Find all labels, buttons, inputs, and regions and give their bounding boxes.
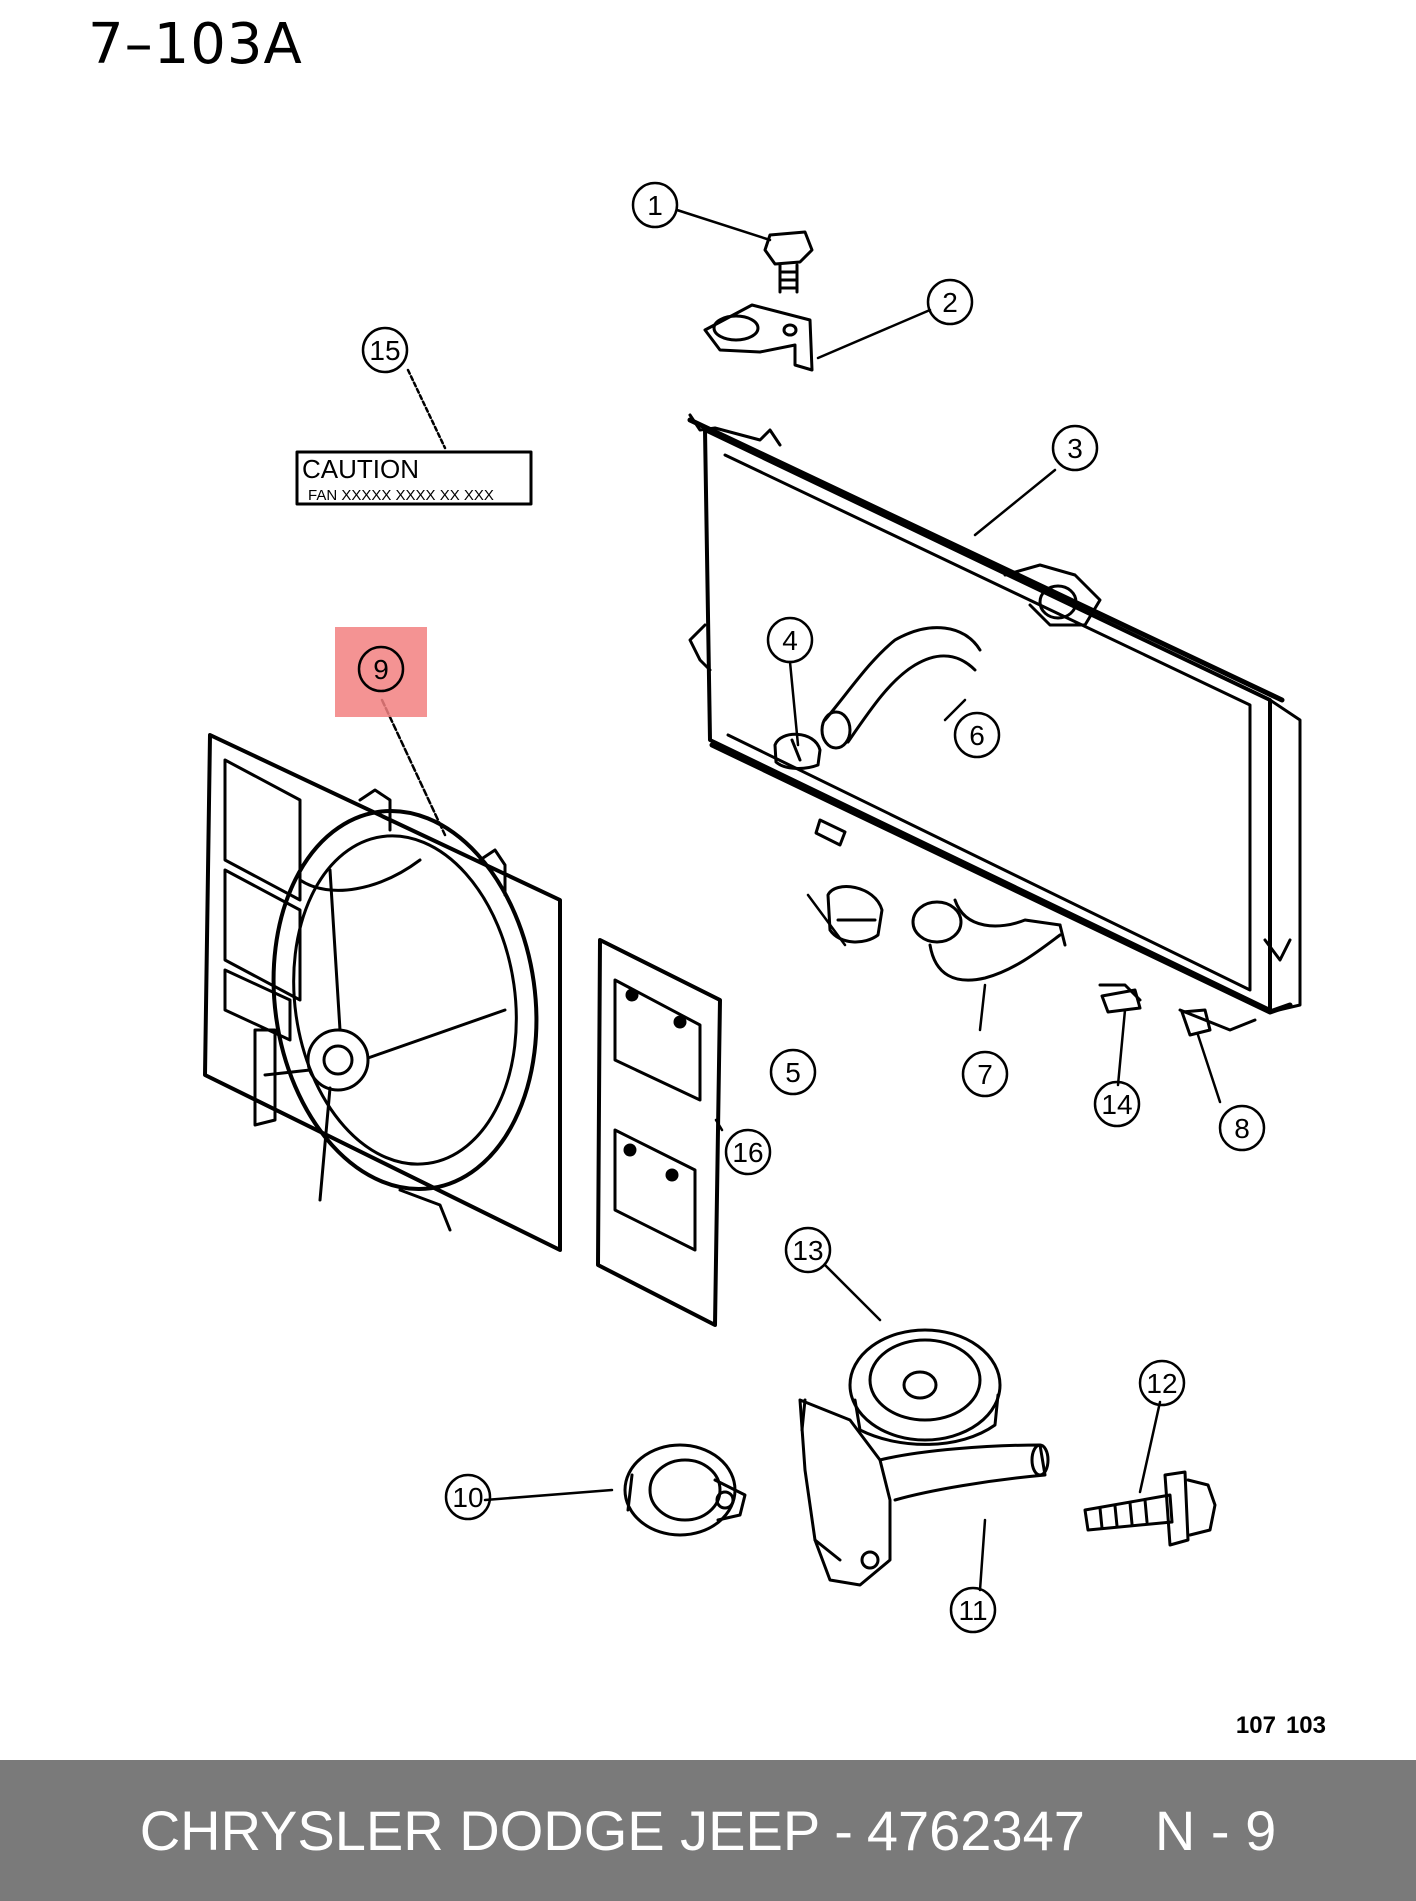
drain-cock	[1180, 1008, 1212, 1037]
callout-3[interactable]: 3	[1051, 424, 1099, 472]
footer-part-number: 4762347	[866, 1799, 1085, 1862]
callout-1[interactable]: 1	[631, 181, 679, 229]
callout-15-label: 15	[369, 335, 400, 366]
lower-hose	[911, 898, 1067, 982]
footer-bar: CHRYSLER DODGE JEEP-4762347 N - 9	[0, 1760, 1416, 1901]
hose-clip	[1100, 988, 1142, 1014]
radiator-cap	[848, 1328, 1002, 1446]
fan-module	[203, 733, 562, 1252]
drawing-code-1: 107	[1235, 1712, 1276, 1739]
callout-16[interactable]: 16	[724, 1128, 772, 1176]
callout-14-label: 14	[1101, 1089, 1132, 1120]
callout-14[interactable]: 14	[1093, 1080, 1141, 1128]
drawing-code-2: 103	[1285, 1712, 1326, 1739]
footer-brand: CHRYSLER DODGE JEEP	[139, 1799, 821, 1862]
callout-8[interactable]: 8	[1218, 1104, 1266, 1152]
callout-2-label: 2	[942, 287, 958, 318]
mounting-bracket	[703, 303, 814, 372]
callout-7-label: 7	[977, 1059, 993, 1090]
footer-position: N - 9	[1154, 1799, 1277, 1862]
callout-13[interactable]: 13	[784, 1226, 832, 1274]
footer-separator: -	[834, 1799, 853, 1862]
hose-clamp-upper	[773, 732, 822, 770]
callout-10-label: 10	[452, 1482, 483, 1513]
callout-8-label: 8	[1234, 1113, 1250, 1144]
bolt-top	[763, 230, 814, 294]
callout-13-label: 13	[792, 1235, 823, 1266]
callout-6-label: 6	[969, 720, 985, 751]
callout-16-label: 16	[732, 1137, 763, 1168]
callout-10[interactable]: 10	[444, 1473, 492, 1521]
page-number: 7–103A	[88, 12, 303, 77]
callout-9[interactable]: 9	[357, 645, 405, 693]
exploded-parts-diagram: CAUTION FAN XXXXX XXXX XX XXX 1 2 3 4 5 …	[203, 181, 1302, 1634]
radiator	[687, 413, 1302, 1032]
callout-11[interactable]: 11	[949, 1586, 997, 1634]
caution-subtext: FAN XXXXX XXXX XX XXX	[308, 487, 494, 504]
upper-hose	[820, 626, 982, 750]
caution-label-outline	[295, 450, 533, 506]
thermostat	[623, 1443, 747, 1537]
leader-lines	[380, 208, 1222, 1592]
callout-2[interactable]: 2	[926, 278, 974, 326]
callout-7[interactable]: 7	[961, 1050, 1009, 1098]
callout-6[interactable]: 6	[953, 711, 1001, 759]
callout-4-label: 4	[782, 625, 798, 656]
callout-4[interactable]: 4	[766, 616, 814, 664]
callout-15[interactable]: 15	[361, 326, 409, 374]
callout-9-label: 9	[373, 654, 389, 685]
drawing-code: 107 103	[1226, 1712, 1326, 1740]
callout-1-label: 1	[647, 190, 663, 221]
callout-12[interactable]: 12	[1138, 1359, 1186, 1407]
callout-3-label: 3	[1067, 433, 1083, 464]
callout-12-label: 12	[1146, 1368, 1177, 1399]
callout-11-label: 11	[958, 1595, 987, 1626]
highlight-box	[335, 627, 427, 717]
bolt-right	[1083, 1470, 1217, 1547]
shroud-seal	[596, 938, 722, 1327]
callout-5-label: 5	[785, 1057, 801, 1088]
callout-5[interactable]: 5	[769, 1048, 817, 1096]
water-outlet	[798, 1398, 1050, 1587]
caution-title: CAUTION	[302, 454, 419, 484]
